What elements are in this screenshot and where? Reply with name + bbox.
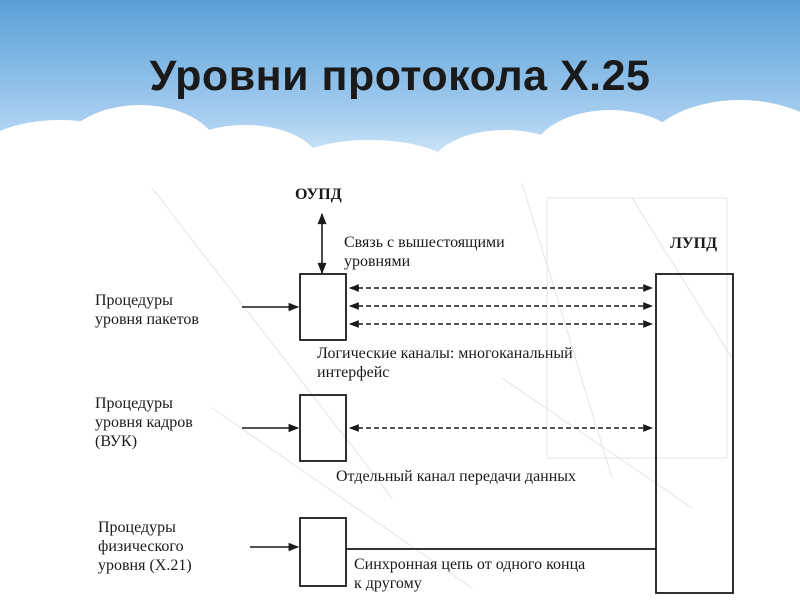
physical-level-line1: Процедуры (98, 519, 176, 536)
slide-title: Уровни протокола X.25 (149, 52, 651, 100)
packet-level-box (299, 273, 347, 341)
faint-line (501, 377, 693, 509)
faint-rect (546, 197, 728, 459)
diagram-panel: ОУПД ЛУПД Связь с вышестоящими уровнями … (92, 178, 740, 596)
frame-level-box (299, 394, 347, 462)
protocol-diagram: ОУПД ЛУПД Связь с вышестоящими уровнями … (95, 182, 734, 594)
link-higher-line1: Связь с вышестоящими (344, 234, 505, 251)
faint-line (211, 407, 473, 589)
physical-level-line3: уровня (X.21) (98, 557, 192, 574)
logical-channels-line1: Логические каналы: многоканальный (317, 345, 573, 362)
link-higher-line2: уровнями (344, 253, 411, 270)
packet-level-line1: Процедуры (95, 292, 173, 309)
frame-level-line1: Процедуры (95, 395, 173, 412)
oupd-label: ОУПД (295, 186, 342, 203)
sync-circuit-line1: Синхронная цепь от одного конца (354, 556, 585, 573)
logical-channels-line2: интерфейс (317, 364, 389, 381)
frame-level-line3: (ВУК) (95, 433, 137, 450)
faint-line (151, 187, 393, 499)
physical-level-box (299, 517, 347, 587)
packet-level-line2: уровня пакетов (95, 311, 199, 328)
sync-circuit-line2: к другому (354, 575, 422, 592)
logical-channel-arrows (349, 284, 653, 328)
separate-channel-label: Отдельный канал передачи данных (336, 468, 576, 485)
lupd-label: ЛУПД (670, 235, 717, 252)
lupd-box (655, 273, 734, 594)
physical-level-line2: физического (98, 538, 184, 555)
faint-line (631, 197, 733, 359)
frame-level-line2: уровня кадров (95, 414, 193, 431)
faint-line (521, 182, 613, 479)
